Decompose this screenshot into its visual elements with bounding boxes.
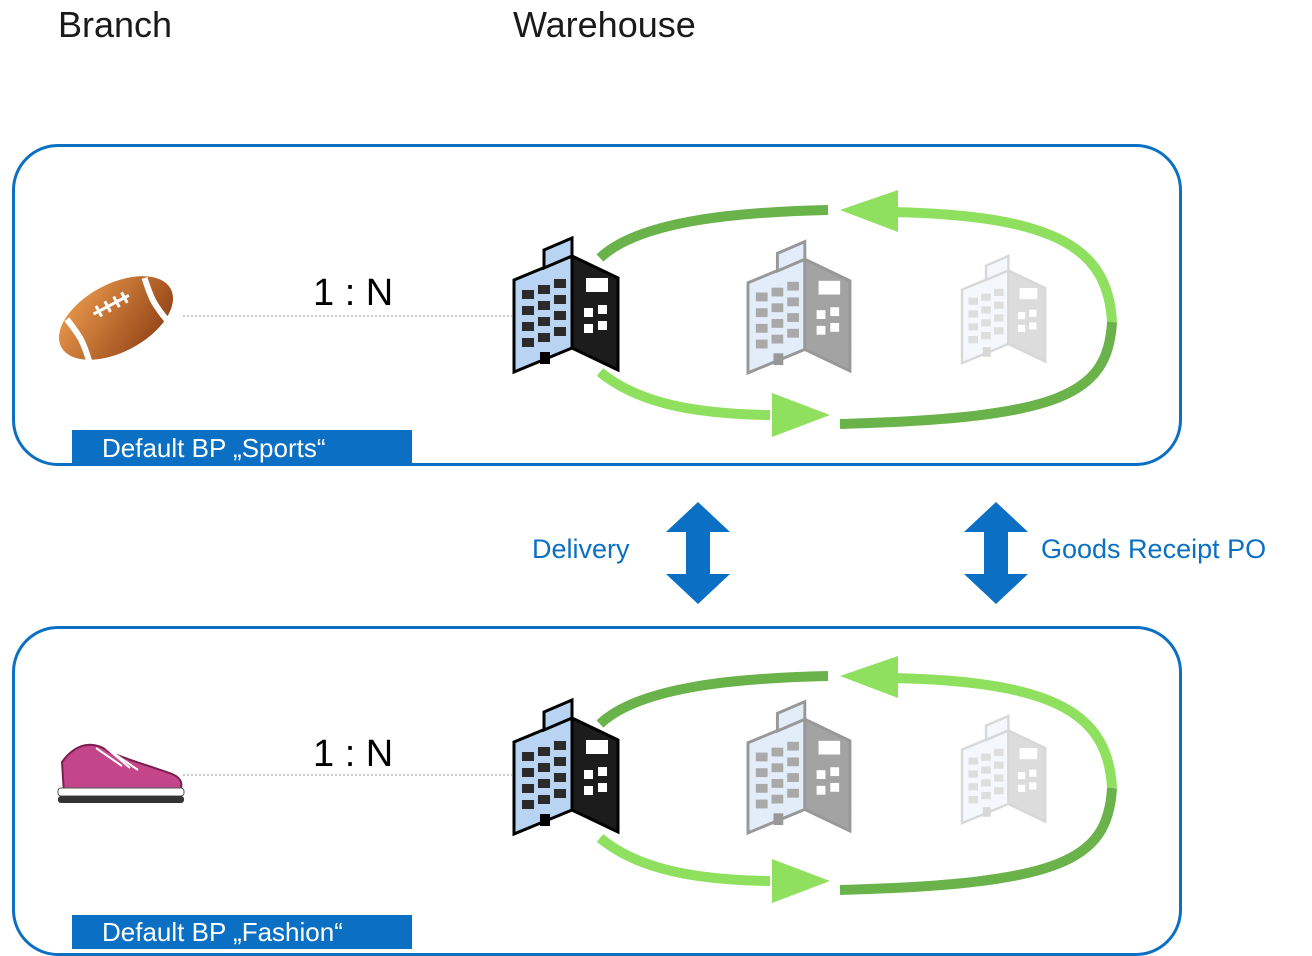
goods-receipt-po-label: Goods Receipt PO: [1041, 534, 1267, 564]
sports-ratio-label: 1 : N: [313, 272, 394, 314]
delivery-label: Delivery: [532, 534, 630, 564]
branch-heading: Branch: [58, 4, 173, 45]
warehouse-icon: [746, 240, 852, 375]
default-bp-fashion-label: Default BP „Fashion“: [72, 915, 412, 949]
default-bp-sports-label: Default BP „Sports“: [72, 430, 412, 466]
sneaker-icon: [57, 743, 185, 803]
sports-branch-panel: [12, 144, 1182, 466]
warehouse-icon: [746, 700, 852, 835]
delivery-double-arrow: [666, 502, 730, 604]
goods-receipt-double-arrow: [964, 502, 1028, 604]
warehouse-heading: Warehouse: [513, 4, 696, 45]
warehouse-icon: [960, 254, 1047, 365]
fashion-ratio-label: 1 : N: [313, 733, 394, 775]
football-icon: [58, 276, 174, 363]
warehouse-icon: [960, 714, 1047, 825]
